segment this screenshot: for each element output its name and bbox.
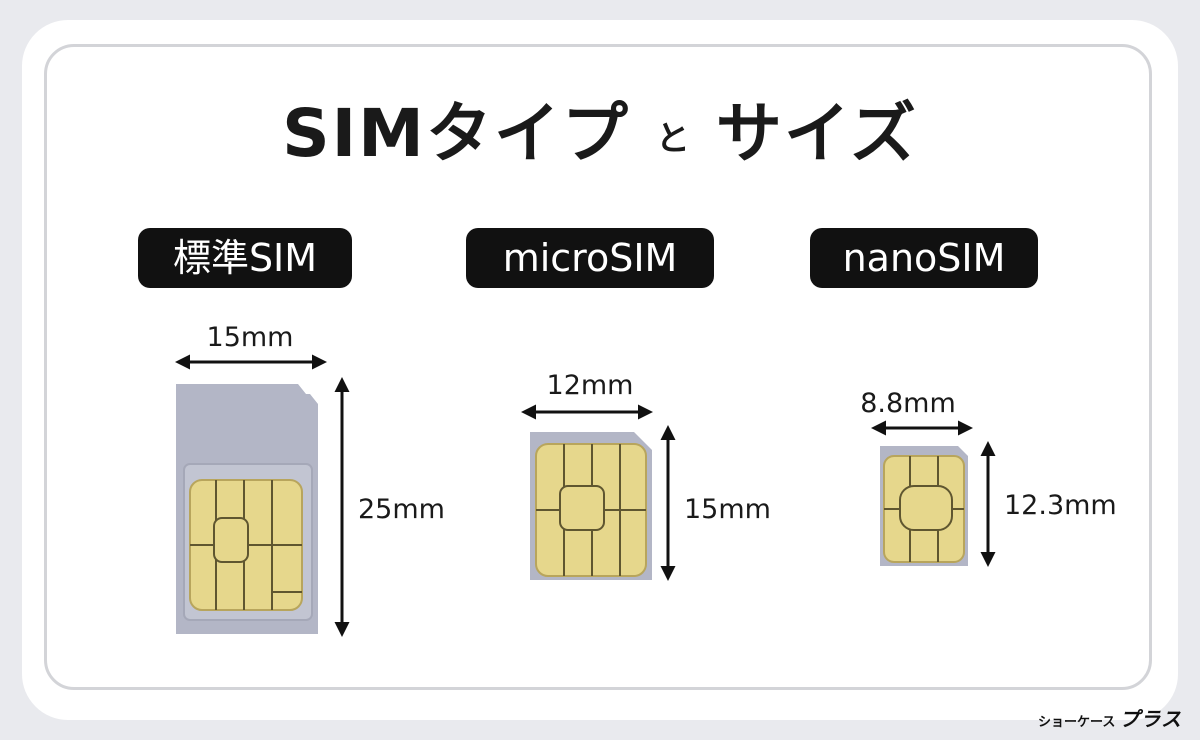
logo-prefix: ショーケース xyxy=(1038,715,1116,730)
standard-sim-card xyxy=(176,384,318,634)
standard-sim-chip xyxy=(189,479,303,611)
standard-width-label: 15mm xyxy=(207,322,294,353)
title-sim-type: SIMタイプ xyxy=(282,95,630,172)
micro-height-label: 15mm xyxy=(684,494,771,525)
label-micro-sim: microSIM xyxy=(466,228,714,288)
label-standard-sim: 標準SIM xyxy=(138,228,352,288)
standard-height-label: 25mm xyxy=(358,494,445,525)
page-title: SIMタイプとサイズ xyxy=(0,80,1200,176)
nano-width-label: 8.8mm xyxy=(860,388,956,419)
inner-frame xyxy=(44,44,1152,690)
nano-sim-card xyxy=(880,446,968,566)
title-connector: と xyxy=(655,119,690,159)
micro-sim-chip xyxy=(535,443,647,577)
micro-width-label: 12mm xyxy=(547,370,634,401)
nano-height-label: 12.3mm xyxy=(1004,490,1117,521)
label-nano-sim: nanoSIM xyxy=(810,228,1038,288)
micro-sim-card xyxy=(530,432,652,580)
nano-sim-chip xyxy=(883,455,965,563)
title-size: サイズ xyxy=(715,95,918,172)
brand-logo: ショーケースプラス xyxy=(1038,703,1182,732)
logo-brand: プラス xyxy=(1119,707,1182,731)
